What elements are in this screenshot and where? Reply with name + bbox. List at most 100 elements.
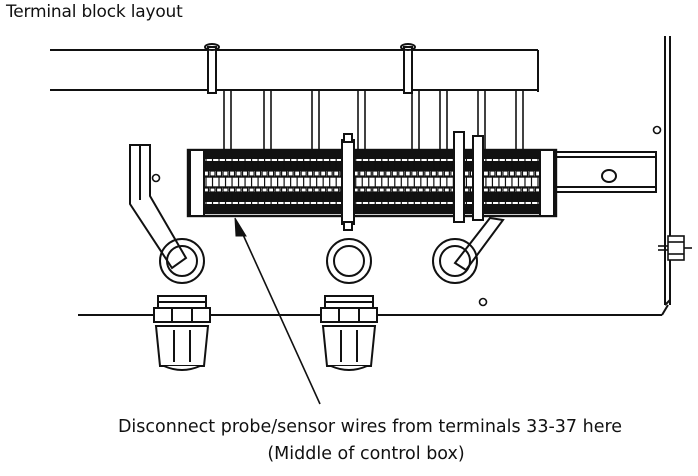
terminal-block: [186, 131, 558, 231]
terminal-screw: [261, 187, 268, 193]
terminal-screw: [241, 170, 249, 177]
terminal-screw: [209, 170, 216, 177]
enclosure-right-wall: [664, 36, 671, 306]
terminal-screw: [209, 187, 216, 193]
din-rail: [539, 151, 657, 193]
terminal-screw: [307, 170, 314, 177]
terminal-screw: [391, 187, 398, 193]
terminal-screw: [489, 187, 496, 193]
terminal-screw: [372, 187, 379, 193]
right-wire: [453, 216, 505, 272]
terminal-screw: [443, 170, 450, 177]
terminal-screw: [326, 187, 333, 193]
grommet-left: [159, 238, 205, 284]
terminal-screw: [313, 187, 320, 193]
terminal-screw: [254, 187, 262, 193]
terminal-screw: [502, 187, 509, 193]
terminal-screw: [241, 187, 249, 193]
diagram-title: Terminal block layout: [6, 2, 183, 22]
terminal-screw: [294, 170, 301, 177]
terminal-screw: [430, 170, 437, 177]
terminal-screw: [378, 170, 385, 177]
terminal-screw: [515, 187, 522, 193]
terminal-screw: [320, 187, 327, 193]
wire-duct: [50, 49, 539, 92]
terminal-screw: [228, 170, 236, 177]
terminal-screw: [404, 187, 411, 193]
terminal-screw: [281, 170, 288, 177]
terminal-screw: [515, 170, 522, 177]
duct-fingers: [223, 90, 524, 152]
terminal-screw: [528, 170, 535, 177]
terminal-screw: [502, 170, 509, 177]
terminal-screw: [424, 187, 431, 193]
terminal-screw: [365, 170, 372, 177]
terminal-screw: [313, 170, 320, 177]
terminal-screw: [235, 187, 242, 193]
terminal-screw: [294, 187, 301, 193]
terminal-screw: [359, 187, 366, 193]
terminal-screw: [333, 170, 340, 177]
terminal-screw: [372, 170, 379, 177]
terminal-screw: [215, 170, 223, 177]
terminal-screw: [307, 187, 314, 193]
callout-text: Disconnect probe/sensor wires from termi…: [117, 417, 623, 437]
grommet-right: [432, 238, 478, 284]
terminal-screw: [398, 187, 405, 193]
screw-holes: [151, 125, 662, 307]
terminal-screw: [365, 187, 372, 193]
duct-fastener: [204, 43, 416, 94]
terminal-screw: [508, 170, 516, 177]
terminal-screw: [495, 170, 503, 177]
terminal-screw: [437, 170, 444, 177]
terminal-screw: [261, 170, 268, 177]
terminal-screw: [300, 170, 307, 177]
terminal-screw: [222, 187, 229, 193]
terminal-screw: [437, 187, 444, 193]
terminal-screw: [391, 170, 398, 177]
callout-subtext: (Middle of control box): [267, 444, 465, 464]
terminal-screw: [417, 187, 424, 193]
terminal-screw: [482, 187, 490, 193]
terminal-screw: [248, 187, 255, 193]
terminal-screw: [359, 170, 366, 177]
terminal-screw: [215, 187, 223, 193]
terminal-screw: [333, 187, 340, 193]
terminal-screw: [274, 187, 281, 193]
terminal-screw: [495, 187, 503, 193]
terminal-screw: [267, 170, 275, 177]
terminal-screw: [326, 170, 333, 177]
terminal-screw: [411, 170, 418, 177]
terminal-screw: [287, 187, 294, 193]
terminal-screw: [385, 170, 392, 177]
terminal-screw: [528, 187, 535, 193]
callout-arrow: [234, 217, 321, 405]
terminal-screw: [404, 170, 411, 177]
terminal-screw: [521, 170, 529, 177]
terminal-screw: [430, 187, 437, 193]
terminal-screw: [489, 170, 496, 177]
terminal-screw: [222, 170, 229, 177]
terminal-screw: [300, 187, 307, 193]
terminal-screw: [385, 187, 392, 193]
terminal-screw: [248, 170, 255, 177]
terminal-screw: [411, 187, 418, 193]
terminal-screw: [443, 187, 450, 193]
terminal-screw: [508, 187, 516, 193]
cable-gland-left: [153, 295, 211, 371]
terminal-screw: [228, 187, 236, 193]
terminal-screw: [254, 170, 262, 177]
terminal-screw: [287, 170, 294, 177]
grommet-middle: [326, 238, 372, 284]
ground-stud: [658, 235, 692, 261]
left-wire: [129, 144, 188, 270]
terminal-screw: [235, 170, 242, 177]
terminal-screw: [398, 170, 405, 177]
terminal-screw: [424, 170, 431, 177]
terminal-screw: [281, 187, 288, 193]
terminal-screw: [274, 170, 281, 177]
terminal-screw: [521, 187, 529, 193]
terminal-screw: [417, 170, 424, 177]
terminal-screw: [378, 187, 385, 193]
